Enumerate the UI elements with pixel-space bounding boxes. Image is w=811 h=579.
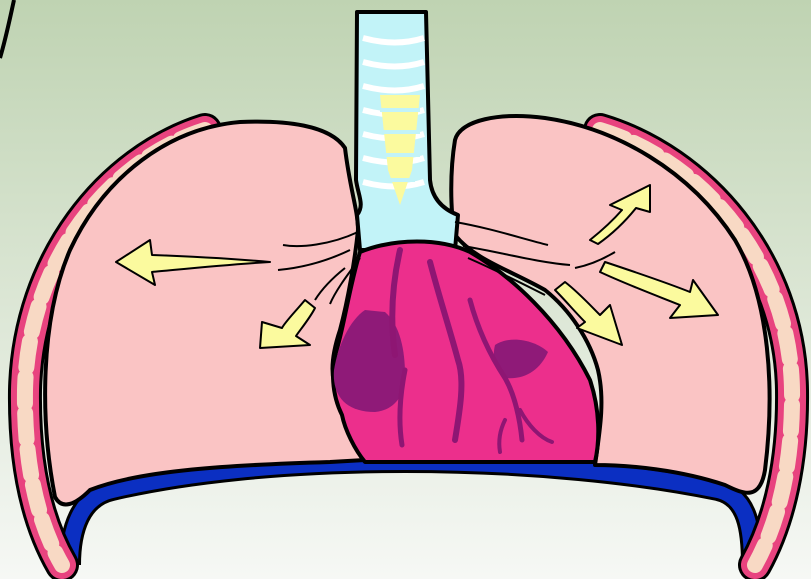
diagram-canvas	[0, 0, 811, 579]
respiratory-system-diagram	[0, 0, 811, 579]
